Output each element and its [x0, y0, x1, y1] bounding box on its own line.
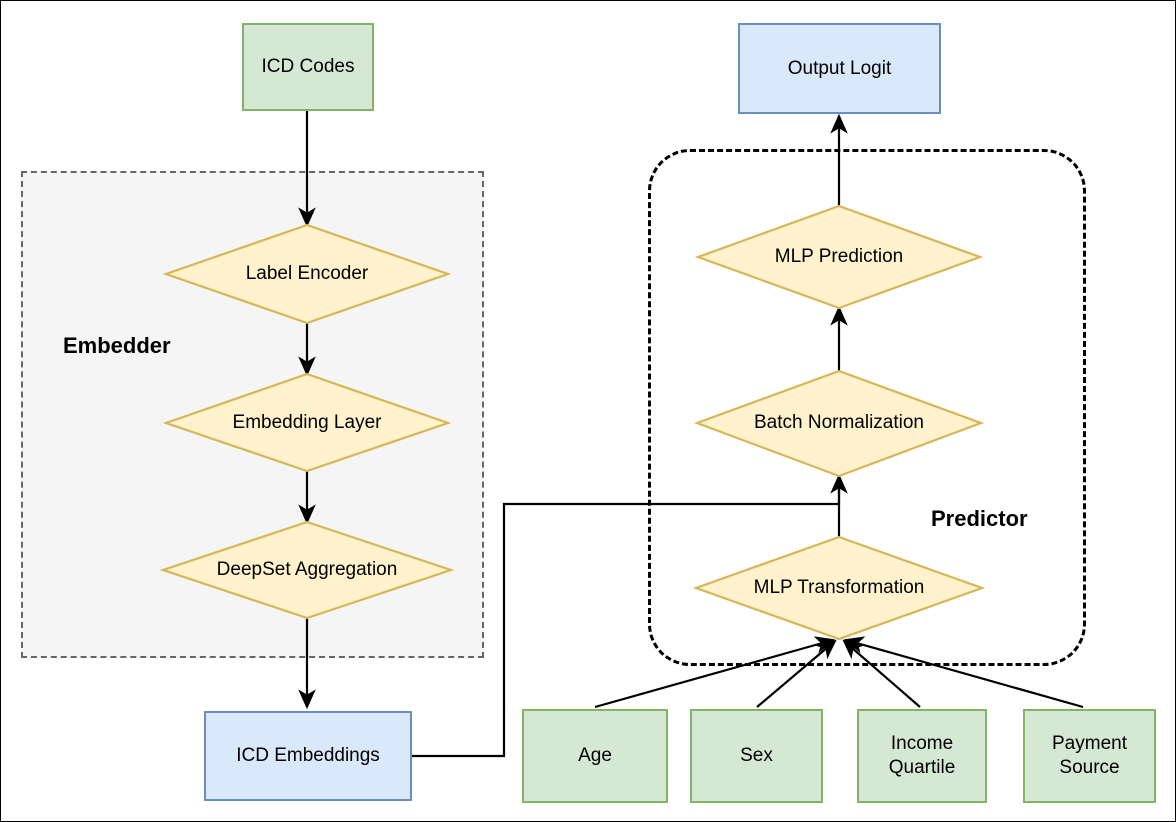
group-embedder[interactable] [21, 171, 484, 658]
group-label-predictor: Predictor [931, 506, 1028, 531]
node-icd-codes[interactable]: ICD Codes [242, 23, 374, 111]
node-icd-embeddings[interactable]: ICD Embeddings [204, 711, 412, 801]
group-label-embedder: Embedder [63, 333, 171, 358]
node-payment-source[interactable]: Payment Source [1023, 709, 1156, 803]
node-income-quartile[interactable]: Income Quartile [857, 709, 987, 803]
node-age[interactable]: Age [522, 709, 668, 803]
node-output-logit[interactable]: Output Logit [738, 23, 941, 114]
node-sex[interactable]: Sex [690, 709, 823, 803]
group-predictor[interactable] [648, 149, 1086, 666]
